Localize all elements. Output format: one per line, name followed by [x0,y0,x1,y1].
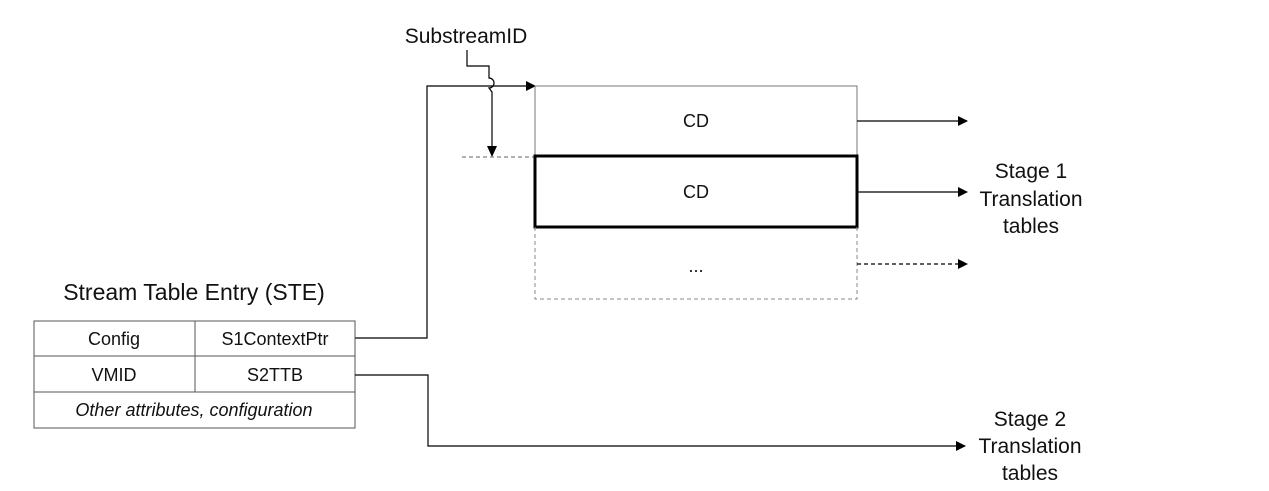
substream-pointer-line [466,50,495,147]
stage1-label-line1: Stage 1 [995,160,1067,183]
cd-entry-1-label: CD [683,111,709,131]
cd-entry-more [534,227,858,300]
ste-other-attributes-cell: Other attributes, configuration [75,400,312,420]
s1contextptr-feed-line [355,81,536,339]
ste-s1contextptr-cell: S1ContextPtr [221,329,328,349]
ste-vmid-cell: VMID [92,365,137,385]
ste-config-cell: Config [88,329,140,349]
ste-title: Stream Table Entry (STE) [63,279,325,305]
s2ttb-line [355,374,966,451]
substream-id-label: SubstreamID [405,25,528,48]
cd-entry-more-label: ... [688,256,703,276]
stage2-label-line2: Translation [978,435,1081,458]
cd-entry-selected-label: CD [683,182,709,202]
substream-pointer-arrowhead [487,146,497,157]
ste-s2ttb-cell: S2TTB [247,365,303,385]
stage1-label-line2: Translation [979,188,1082,211]
stage1-label-line3: tables [1003,215,1059,238]
stage2-label-line3: tables [1002,462,1058,485]
stage2-label-line1: Stage 2 [994,408,1066,431]
